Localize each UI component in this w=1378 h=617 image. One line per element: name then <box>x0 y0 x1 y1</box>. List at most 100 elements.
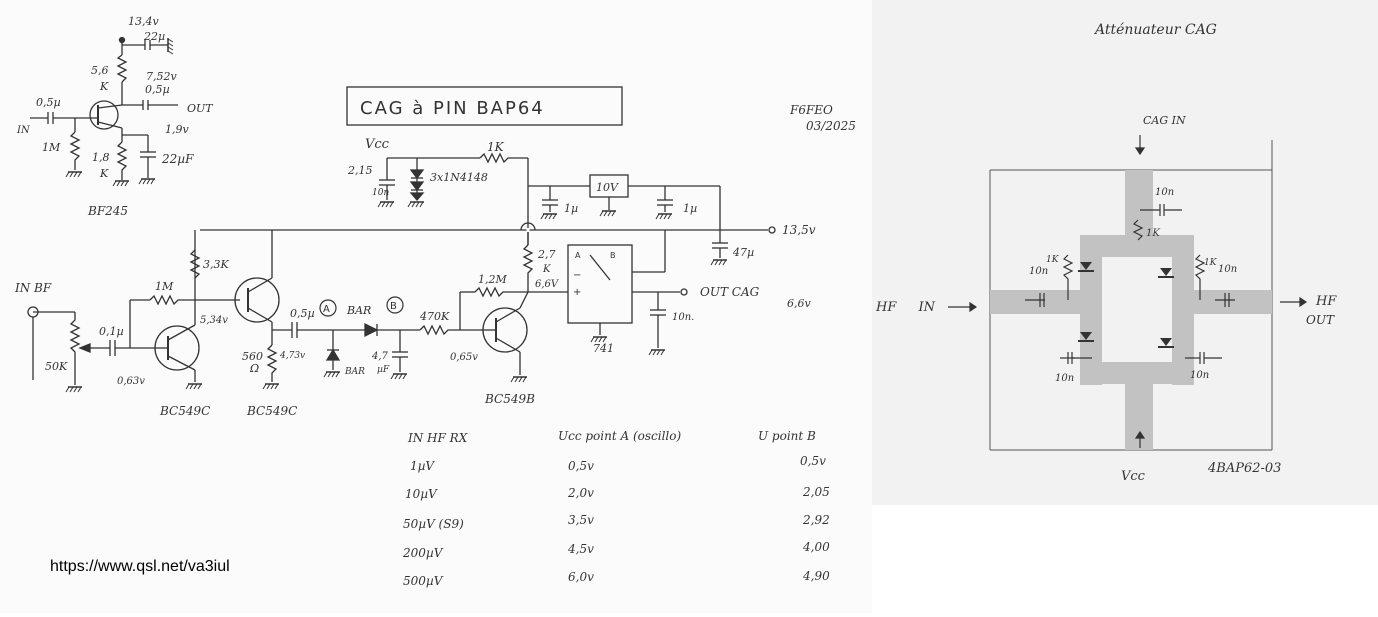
c-reg-in-label: 1µ <box>564 202 578 215</box>
vcc-label: Vcc <box>365 137 390 152</box>
r-feedback-label: 1M <box>155 280 174 293</box>
diode2-label: BAR <box>344 367 365 377</box>
v-collector1-label: 5,34v <box>200 315 228 326</box>
attenuator-cag-in: CAG IN <box>1143 114 1186 127</box>
title-box <box>346 86 623 126</box>
point-b-label: B <box>390 301 397 312</box>
r-collector-label: 3,3K <box>203 258 229 271</box>
in-bf-label: IN BF <box>14 281 52 295</box>
r-emitter-unit: Ω <box>249 362 259 375</box>
attenuator-hf-out-2: OUT <box>1306 313 1335 327</box>
attenuator-res-right: 1K <box>1204 258 1218 268</box>
pot-label: 50K <box>45 360 68 373</box>
table-row-1-point-b: 0,5v <box>800 454 826 468</box>
opamp-pin-b: B <box>610 251 616 260</box>
table-header-point-b: U point B <box>758 429 816 443</box>
jfet-r-drain-value: 5,6 <box>91 64 109 77</box>
jfet-c-source: 22µF <box>161 152 194 166</box>
attenuator-board <box>948 135 1308 451</box>
table-row-2-point-a: 2,0v <box>567 486 594 500</box>
c-out-label: 10n. <box>672 312 694 323</box>
q2-label: BC549C <box>246 404 297 418</box>
attenuator-vcc: Vcc <box>1121 469 1146 484</box>
table-row-3-point-a: 3,5v <box>568 513 594 527</box>
c-b-unit: µF <box>377 365 390 375</box>
r-c3-value: 2,7 <box>537 248 556 261</box>
v-c3-label: 6,6V <box>535 279 560 290</box>
attenuator-part: 4BAP62-03 <box>1207 461 1281 476</box>
opamp-plus: + <box>573 287 581 298</box>
attenuator-cap-right: 10n <box>1218 264 1237 275</box>
attenuator-title: Atténuateur CAG <box>1093 22 1217 38</box>
c-reg-out-label: 1µ <box>683 202 697 215</box>
opamp-pin-a: A <box>575 251 581 260</box>
table-row-5-point-a: 6,0v <box>568 570 594 584</box>
point-b-marker <box>386 296 404 314</box>
r-base3-label: 470K <box>419 310 450 323</box>
c-couple-label: 0,5µ <box>290 307 315 320</box>
jfet-c-in: 0,5µ <box>36 96 61 109</box>
jfet-transistor-label: BF245 <box>87 204 128 218</box>
v-base1-label: 0,63v <box>117 376 145 387</box>
table-row-1-input: 1µV <box>410 459 435 473</box>
diodes-label: 3x1N4148 <box>430 171 488 184</box>
attenuator-cap-left: 10n <box>1029 266 1048 277</box>
attenuator-hf-in: HF IN <box>875 300 936 315</box>
regulator-label: 10V <box>596 181 619 194</box>
audio-chain <box>27 222 688 385</box>
table-row-3-point-b: 2,92 <box>802 513 830 527</box>
attenuator-hf-out-1: HF <box>1315 294 1337 309</box>
attenuator-cap-top: 10n <box>1155 187 1174 198</box>
diode1-label: BAR <box>346 304 371 317</box>
out-cag-label: OUT CAG <box>700 285 760 299</box>
jfet-c-out: 0,5µ <box>145 83 170 96</box>
r-series-label: 1K <box>487 140 505 154</box>
jfet-r-gate: 1M <box>42 141 61 154</box>
attenuator-cap-bottom-right: 10n <box>1190 370 1209 381</box>
jfet-in-label: IN <box>16 125 31 136</box>
q3-label: BC549B <box>484 392 535 406</box>
out-cag-voltage: 6,6v <box>787 297 811 310</box>
table-row-4-point-a: 4,5v <box>567 542 594 556</box>
jfet-c-supply: 22µ <box>143 30 165 43</box>
measurement-table: IN HF RX Ucc point A (oscillo) U point B… <box>402 429 830 588</box>
schematic-title: CAG à PIN BAP64 <box>360 98 545 119</box>
table-row-2-point-b: 2,05 <box>802 485 830 499</box>
jfet-stage <box>30 36 178 180</box>
v-base3-label: 0,65v <box>450 352 478 363</box>
jfet-drain-voltage: 7,52v <box>146 70 177 83</box>
jfet-source-voltage: 1,9v <box>165 123 189 136</box>
r-emitter-value: 560 <box>242 350 263 363</box>
c-b-value: 4,7 <box>371 351 389 362</box>
table-row-4-point-b: 4,00 <box>802 540 830 554</box>
jfet-r-source-value: 1,8 <box>92 151 110 164</box>
table-row-5-input: 500µV <box>403 574 444 588</box>
attenuator-cap-bottom-left: 10n <box>1055 373 1074 384</box>
rail-voltage-label: 13,5v <box>782 223 816 237</box>
attenuator-res-top: 1K <box>1146 228 1160 239</box>
opamp-label: 741 <box>593 342 614 355</box>
table-row-2-input: 10µV <box>405 487 438 501</box>
r-c3-unit: K <box>542 264 551 275</box>
author-callsign: F6FEO <box>789 103 833 117</box>
jfet-out-label: OUT <box>187 102 214 115</box>
table-row-1-point-a: 0,5v <box>568 459 594 473</box>
jfet-r-source-unit: K <box>99 167 109 180</box>
table-header-input: IN HF RX <box>407 431 468 445</box>
jfet-r-drain-unit: K <box>99 80 109 93</box>
website-url: https://www.qsl.net/va3iul <box>50 558 230 575</box>
r-fb3-label: 1,2M <box>478 273 507 286</box>
table-row-4-input: 200µV <box>402 546 444 560</box>
q1-label: BC549C <box>159 404 210 418</box>
attenuator-res-left: 1K <box>1046 255 1060 265</box>
v-emitter2-label: 4,73v <box>279 351 305 361</box>
c-vcc-label: 10n <box>372 188 389 198</box>
supply-section <box>200 152 776 258</box>
opamp-minus: − <box>573 270 581 281</box>
schematic-date: 03/2025 <box>806 119 856 133</box>
c-in-label: 0,1µ <box>99 325 124 338</box>
jfet-supply-voltage: 13,4v <box>128 15 159 28</box>
point-a-label: A <box>323 304 330 315</box>
point-a-marker <box>319 299 337 317</box>
